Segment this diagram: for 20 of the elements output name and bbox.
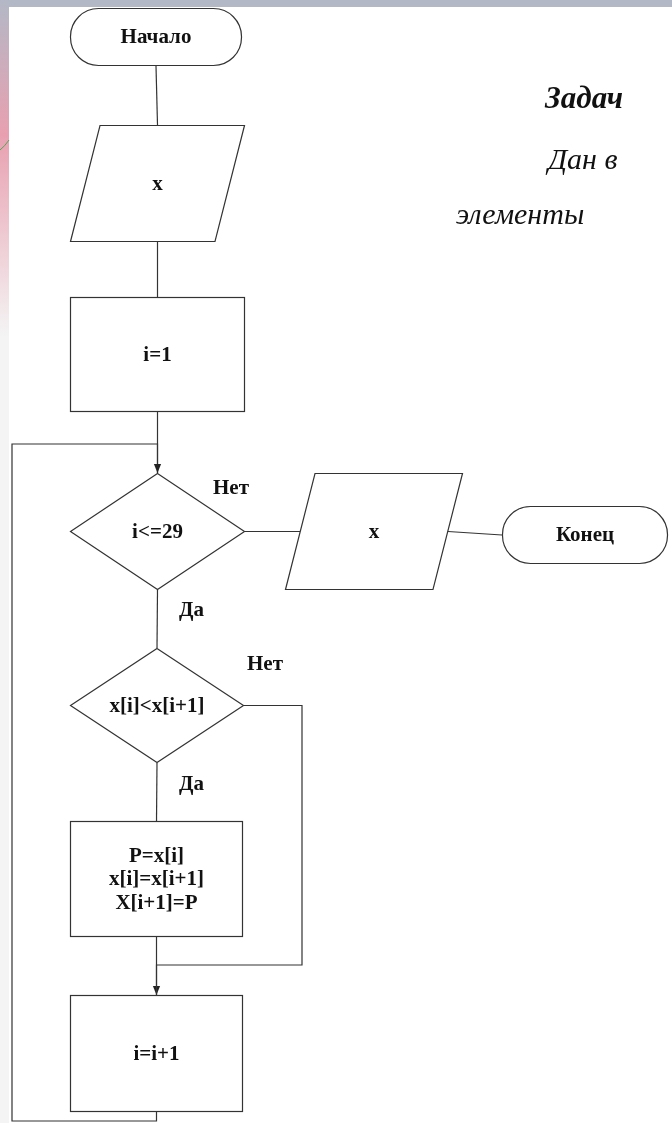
connector-line: [11, 443, 162, 1122]
connector-line: [152, 704, 303, 996]
connector-line: [156, 589, 159, 649]
terminal-text: Начало: [120, 25, 192, 49]
condition-text: i<=29: [132, 519, 183, 544]
terminal-text: Конец: [555, 523, 615, 547]
connector-line: [155, 762, 158, 822]
connector-line: [156, 241, 159, 298]
slide-text: Задач: [545, 80, 623, 116]
connector-line: [244, 530, 301, 533]
slide-text: элементы: [456, 197, 585, 231]
connector-line: [155, 65, 159, 126]
process-text: i=i+1: [133, 1041, 180, 1066]
data-text: x: [368, 519, 380, 544]
process-text: i=1: [143, 342, 172, 367]
condition-text: x[i]<x[i+1]: [109, 693, 205, 718]
connector-line: [447, 530, 503, 536]
data-text: x: [152, 171, 163, 196]
process-text: P=x[i] x[i]=x[i+1] X[i+1]=P: [107, 843, 206, 915]
connector-line: [155, 936, 158, 996]
